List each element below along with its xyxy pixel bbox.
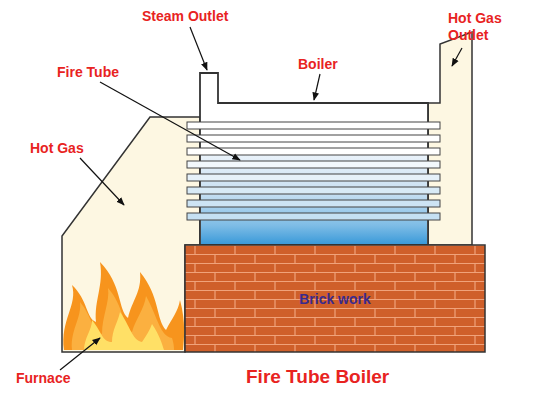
brick-work-region: Brick work [185,245,485,352]
part-label: Fire Tube [57,64,119,81]
furnace-flames [63,262,184,350]
part-label: Furnace [16,370,70,387]
fire-tubes [187,122,440,220]
part-label: Hot Gas Outlet [448,10,528,44]
brick-work [185,245,485,352]
part-label: Steam Outlet [142,8,228,25]
node-label: Brick work [299,291,371,307]
part-label: Hot Gas [30,140,84,157]
diagram-title: Fire Tube Boiler [246,366,389,388]
leader-lines [60,27,462,370]
part-label: Boiler [298,56,338,73]
